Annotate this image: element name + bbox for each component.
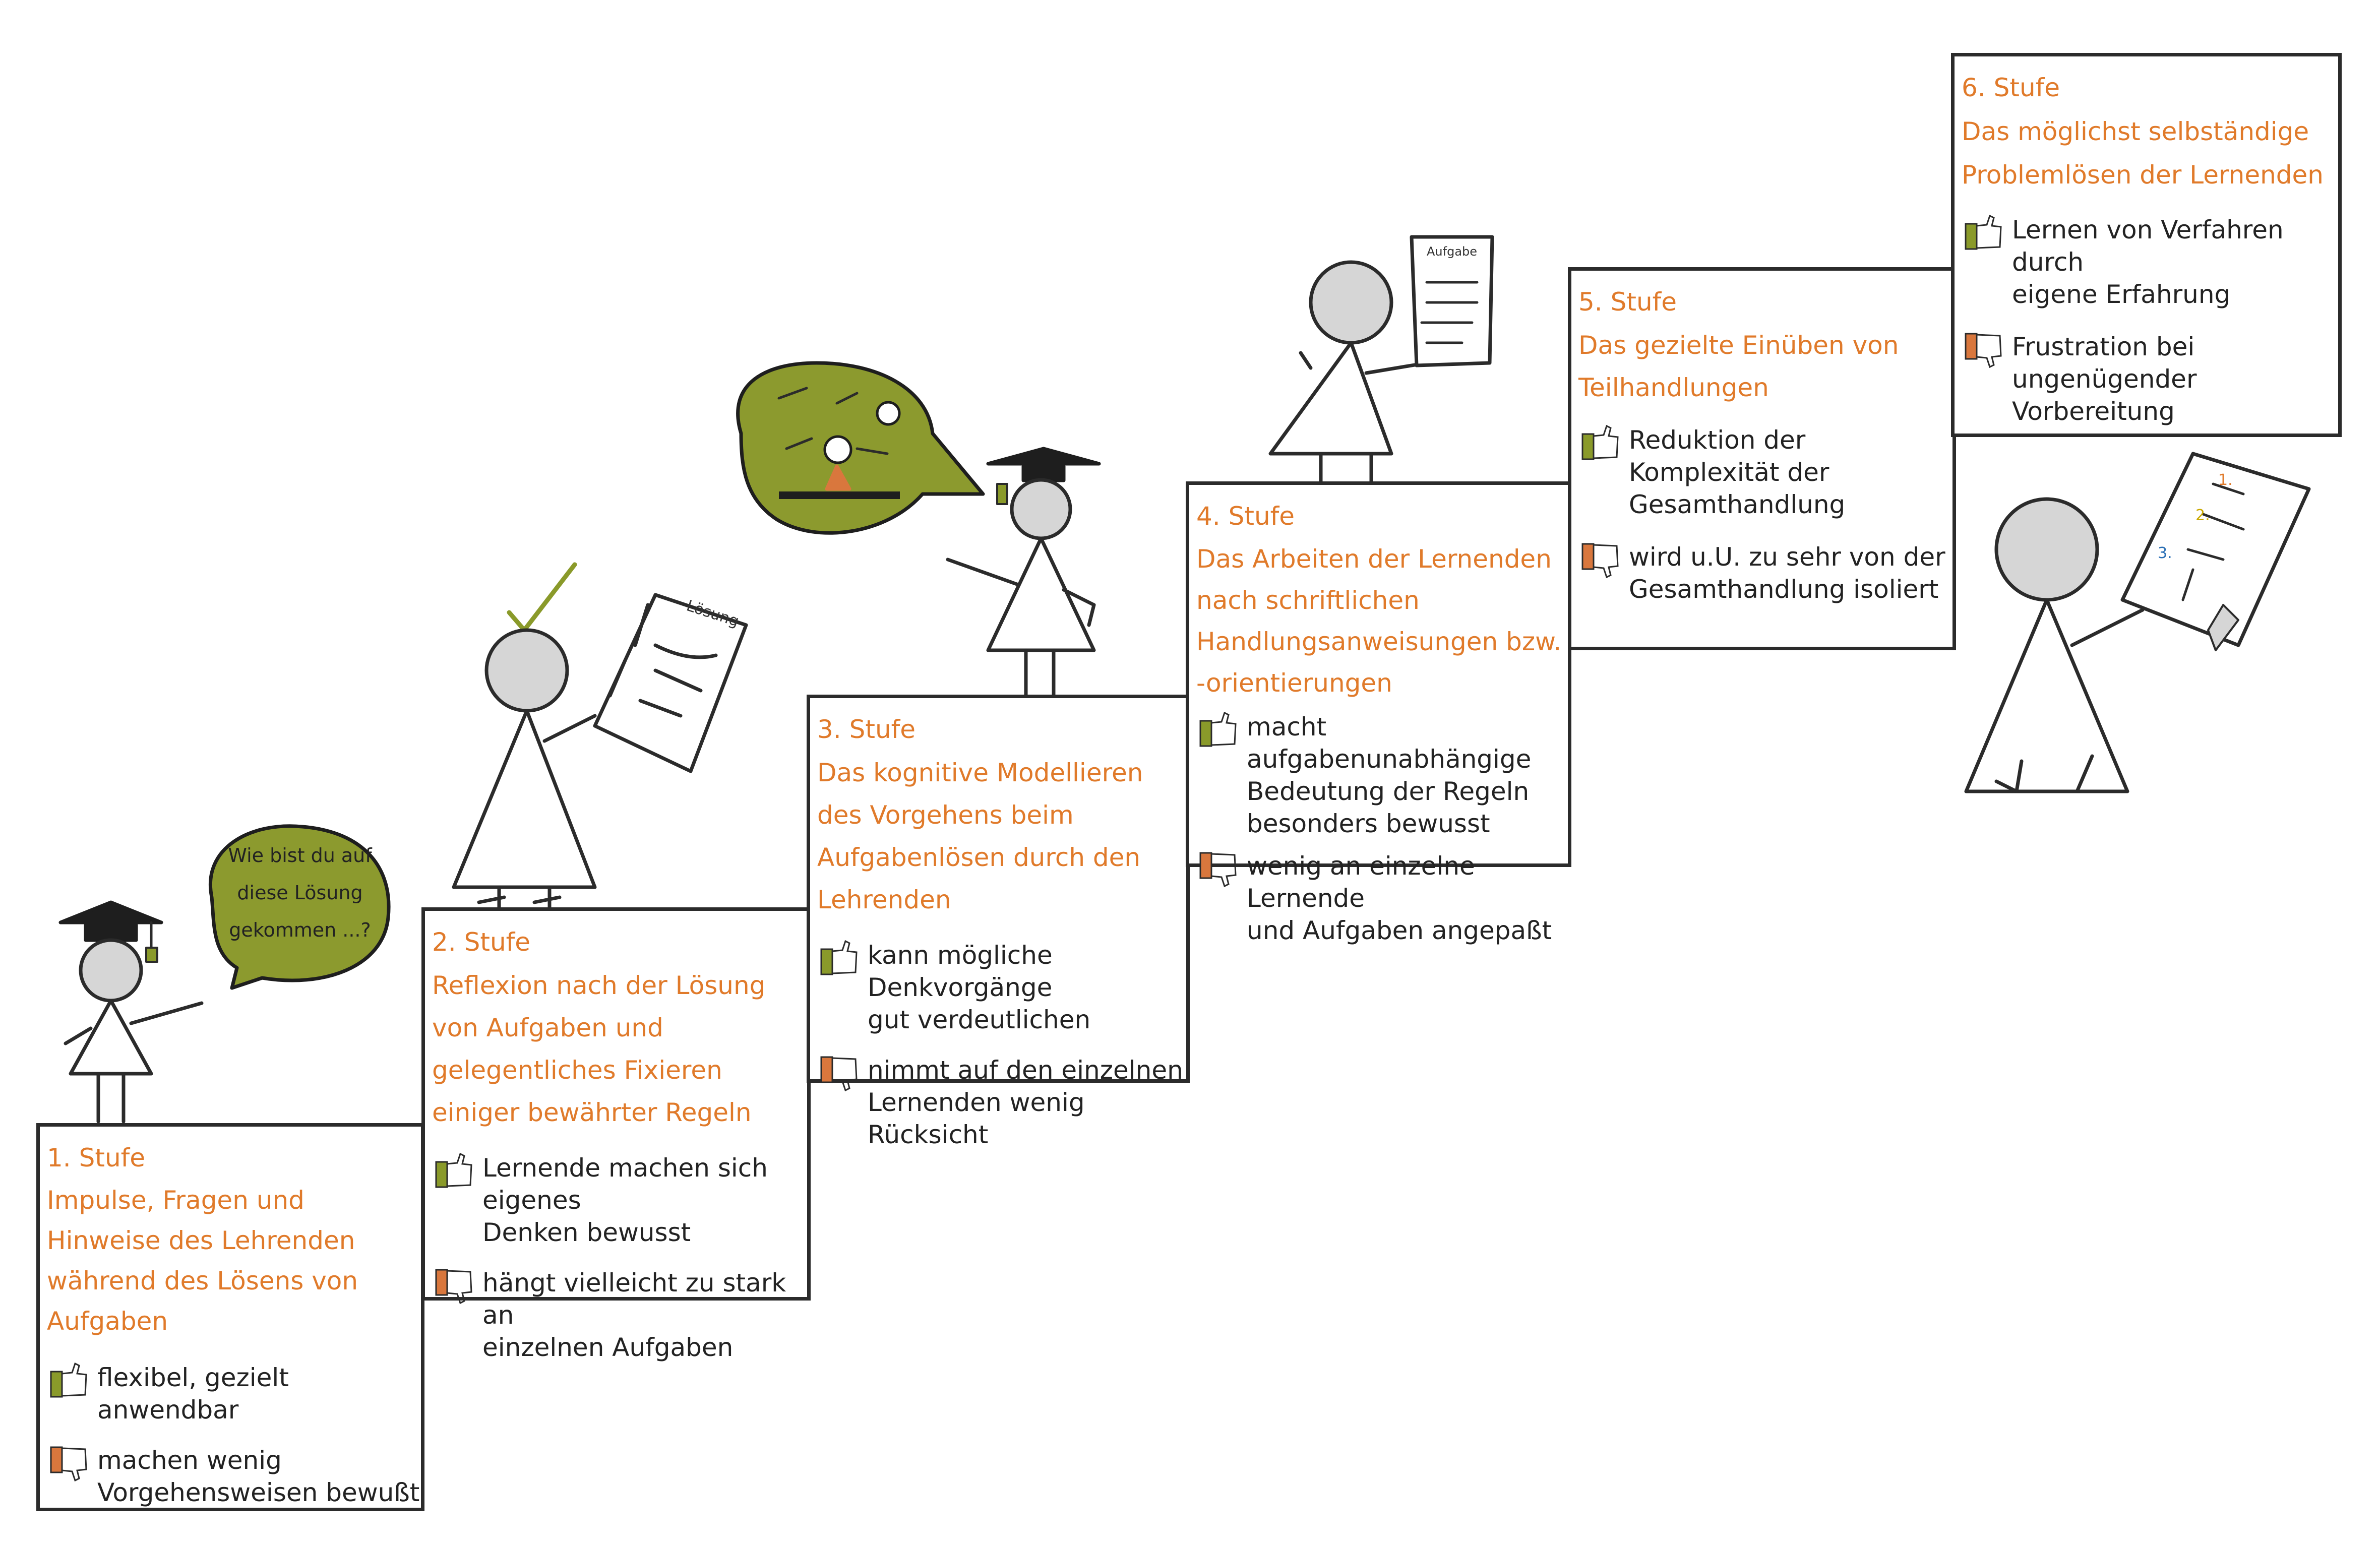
stage-box-4: 4. Stufe Das Arbeiten der Lernenden nach… [1186,481,1571,945]
thumbs-up-icon [1199,712,1237,747]
pro-item: Lernen von Verfahren durch eigene Erfahr… [1962,214,2338,311]
step-label-1: 1. [2218,471,2233,489]
stage-label: 5. Stufe [1578,287,1677,317]
pro-item: Reduktion der Komplexität der Gesamthand… [1578,424,1952,521]
teacher-figure-1 [58,900,204,1124]
stage-box-5: 5. Stufe Das gezielte Einüben von Teilha… [1568,267,1956,650]
stage-title: Das gezielte Einüben von Teilhandlungen [1578,331,1899,402]
thumbs-down-icon [1581,543,1619,578]
pro-item: Lernende machen sich eigenes Denken bewu… [432,1152,807,1249]
stage-label: 4. Stufe [1196,502,1295,531]
step-label-2: 2. [2195,507,2210,524]
stage-title: Das Arbeiten der Lernenden nach schriftl… [1196,544,1562,698]
con-item: Frustration bei ungenügender Vorbereitun… [1962,331,2338,427]
con-item: nimmt auf den einzelnen Lernenden wenig … [817,1054,1186,1151]
student-figure-4 [1268,235,1494,486]
stage-title: Impulse, Fragen und Hinweise des Lehrend… [47,1186,358,1336]
stage-label: 1. Stufe [47,1143,145,1172]
con-item: wenig an einzelne Lernende und Aufgaben … [1196,850,1568,947]
con-item: hängt vielleicht zu stark an einzelnen A… [432,1267,807,1364]
stage-box-3: 3. Stufe Das kognitive Modellieren des V… [807,695,1190,1149]
teacher-figure-3 [736,361,1101,698]
task-sheet-label: Aufgabe [1427,244,1478,259]
thumbs-up-icon [1965,215,2002,250]
thumbs-up-icon [820,940,858,975]
pro-item: flexibel, gezielt anwendbar [47,1362,421,1426]
pro-item: kann mögliche Denkvorgänge gut verdeutli… [817,939,1186,1036]
stage-label: 3. Stufe [817,715,916,744]
thumbs-up-icon [50,1363,87,1398]
student-figure-2 [452,562,748,919]
stage-box-1: 1. Stufe Impulse, Fragen und Hinweise de… [36,1123,424,1511]
speech-bubble-text: Wie bist du auf diese Lösung gekommen ..… [228,844,372,941]
stage-box-6: 6. Stufe Das möglichst selbständige Prob… [1951,53,2342,437]
stage-title: Reflexion nach der Lösung von Aufgaben u… [432,971,766,1127]
speech-bubble-1 [209,824,391,990]
thumbs-down-icon [1199,852,1237,887]
learner-figure-6 [1964,452,2311,793]
stage-label: 2. Stufe [432,928,530,957]
thumbs-down-icon [50,1446,87,1481]
step-label-3: 3. [2158,544,2172,562]
con-item: machen wenig Vorgehensweisen bewußt [47,1444,421,1509]
thumbs-down-icon [435,1269,472,1304]
thumbs-up-icon [1581,425,1619,460]
stage-box-2: 2. Stufe Reflexion nach der Lösung von A… [421,907,811,1362]
thumbs-up-icon [435,1153,472,1188]
con-item: wird u.U. zu sehr von der Gesamthandlung… [1578,541,1952,605]
pro-item: macht aufgabenunabhängige Bedeutung der … [1196,711,1568,840]
stage-title: Das möglichst selbständige Problemlösen … [1962,117,2324,190]
thumbs-down-icon [1965,333,2002,368]
stage-label: 6. Stufe [1962,73,2060,102]
stage-title: Das kognitive Modellieren des Vorgehens … [817,758,1143,914]
thumbs-down-icon [820,1056,858,1091]
